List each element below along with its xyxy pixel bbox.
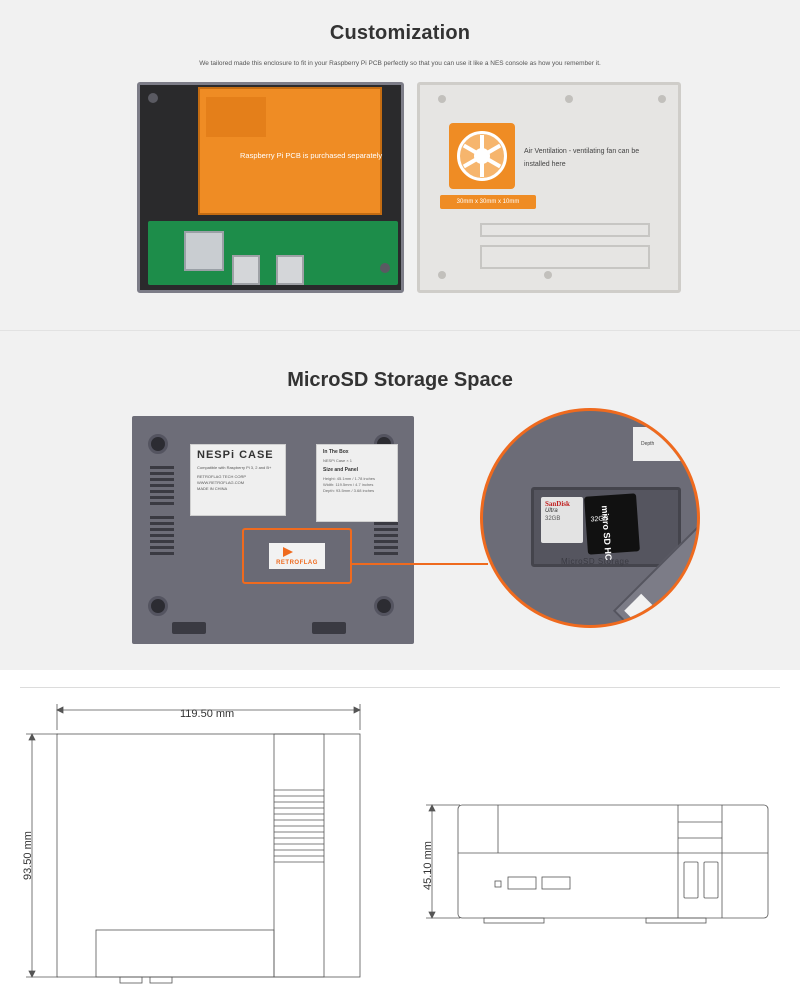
pi-pcb-label: Raspberry Pi PCB is purchased separately [240, 151, 383, 160]
size-line: Width: 119.5mm / 4.7 inches [323, 482, 374, 487]
arrow-icon [428, 911, 436, 919]
case-info-line: RETROFLAG TECH CORP [197, 474, 247, 479]
case-info-line: WWW.RETROFLAG.COM [197, 480, 245, 485]
card1-brand: SanDisk [545, 500, 570, 508]
dimensions-section: 119.50 mm 93.50 mm 45.10 mm [0, 670, 800, 990]
peg-icon [658, 95, 666, 103]
box-heading: In The Box [323, 449, 349, 455]
arrow-icon [28, 970, 36, 978]
peg-icon [438, 271, 446, 279]
screw-icon [380, 263, 390, 273]
panel-label: Depth [633, 427, 693, 461]
case-subtitle: Compatible with Raspberry Pi 3, 2 and B+ [197, 465, 272, 470]
depth-label: 93.50 mm [22, 831, 34, 880]
peg-icon [438, 95, 446, 103]
foot-pad [172, 622, 206, 634]
microsd-card-icon: 32GB micro SD HC [584, 493, 640, 561]
usb-port-icon [276, 255, 304, 285]
case-shell-photo: 30mm x 30mm x 10mm Air Ventilation - ven… [417, 82, 681, 293]
section-divider [20, 687, 780, 688]
spec-label: In The Box NESPi Case × 1 Size and Panel… [316, 444, 398, 522]
dimension-drawing [26, 704, 769, 984]
product-label: NESPi CASE Compatible with Raspberry Pi … [190, 444, 286, 516]
arrow-icon [28, 733, 36, 741]
case-brand: NESPi CASE [197, 449, 274, 461]
customization-title: Customization [329, 22, 471, 44]
size-line: Height: 45.1mm / 1.78 inches [323, 476, 376, 481]
sd-zoom-callout: Depth SanDisk Ultra 32GB 32GB micro SD H… [480, 408, 700, 628]
vent-label: Air Ventilation - ventilating fan can be… [524, 148, 640, 168]
screw-hole-icon [374, 596, 394, 616]
retroflag-logo-text: RETROFLAG [276, 560, 318, 566]
sd-slot-highlight: RETROFLAG [242, 528, 352, 584]
size-heading: Size and Panel [323, 467, 359, 473]
card1-line: Ultra [545, 508, 558, 514]
screw-hole-icon [148, 596, 168, 616]
top-view-outline [56, 733, 361, 984]
height-label: 45.10 mm [422, 841, 434, 890]
case-rail [480, 245, 650, 269]
arrow-icon [353, 706, 361, 714]
storage-label: MicroSD Storage [561, 557, 630, 566]
fan-size-badge: 30mm x 30mm x 10mm [440, 195, 536, 209]
retroflag-logo: RETROFLAG [269, 543, 325, 569]
card2-brand: micro SD HC [599, 505, 614, 561]
usb-port-icon [232, 255, 260, 285]
peg-icon [565, 95, 573, 103]
raspberry-pi-pcb: Raspberry Pi PCB is purchased separately [198, 87, 382, 215]
vent-grille [150, 516, 174, 556]
arrow-icon [56, 706, 64, 714]
customization-section: Customization We tailored made this encl… [0, 0, 800, 330]
case-rail [480, 223, 650, 237]
peg-icon [544, 271, 552, 279]
customization-description: We tailored made this enclosure to fit i… [199, 60, 601, 67]
size-line: Depth: 93.5mm / 3.68 inches [323, 488, 375, 493]
console-bottom-photo: NESPi CASE Compatible with Raspberry Pi … [132, 416, 414, 644]
microsd-section: MicroSD Storage Space NESPi CASE Compati… [0, 330, 800, 670]
card1-size: 32GB [545, 516, 561, 522]
screw-hole-icon [148, 434, 168, 454]
arrow-icon [428, 804, 436, 812]
front-view-outline [457, 804, 769, 924]
callout-connector [350, 563, 488, 565]
foot-pad [312, 622, 346, 634]
vent-grille [150, 466, 174, 506]
screw-icon [148, 93, 158, 103]
vent-grille [374, 516, 398, 556]
ethernet-port-icon [184, 231, 224, 271]
case-info-line: MADE IN CHINA [197, 486, 228, 491]
pi-board-photo: Raspberry Pi PCB is purchased separately [137, 82, 404, 293]
microsd-title: MicroSD Storage Space [287, 369, 513, 391]
width-label: 119.50 mm [180, 708, 235, 720]
fan-icon [449, 123, 515, 189]
box-text: NESPi Case × 1 [323, 458, 353, 463]
panel-label-text: Depth [641, 441, 655, 447]
sd-card-icon: SanDisk Ultra 32GB [541, 497, 583, 543]
